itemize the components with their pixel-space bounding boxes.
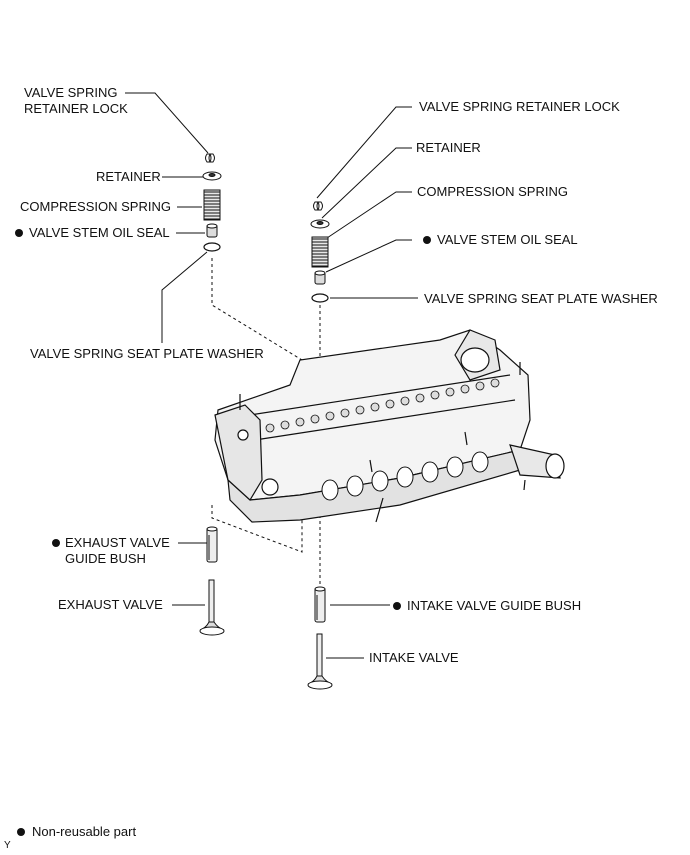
right-retainer-label: RETAINER (416, 140, 481, 155)
left-retainer-lock-label-line1: VALVE SPRING (24, 85, 118, 100)
leader-left-washer (161, 251, 208, 343)
right-retainer-part (310, 219, 330, 229)
left-stem-oil-seal-label: VALVE STEM OIL SEAL (29, 225, 170, 240)
right-retainer-lock-part (313, 201, 323, 211)
axis-left-lower (211, 505, 303, 553)
right-seat-plate-washer-label: VALVE SPRING SEAT PLATE WASHER (424, 291, 658, 306)
leader-left-retainer-lock (125, 92, 209, 154)
left-washer-part (203, 242, 221, 252)
left-stem-seal-part (206, 223, 218, 238)
legend-non-reusable-label: Non-reusable part (32, 824, 137, 839)
right-spring-part (311, 236, 329, 268)
intake-guide-bush-label: INTAKE VALVE GUIDE BUSH (407, 598, 582, 613)
left-retainer-label: RETAINER (96, 169, 161, 184)
left-retainer-part (202, 171, 222, 181)
right-compression-spring-label: COMPRESSION SPRING (417, 184, 568, 199)
leader-right-retainer-lock (316, 106, 412, 199)
exhaust-guide-bush-label-line2: GUIDE BUSH (65, 551, 146, 566)
left-retainer-lock-label-line2: RETAINER LOCK (24, 101, 128, 116)
figure-code: Y (4, 840, 11, 851)
left-compression-spring-label: COMPRESSION SPRING (20, 199, 171, 214)
left-valve-part (199, 579, 225, 636)
exhaust-valve-label: EXHAUST VALVE (58, 597, 163, 612)
non-reusable-dot-right-bush (393, 602, 401, 610)
cylinder-head-valve-pockets (265, 378, 500, 433)
left-guide-bush-part (206, 526, 218, 563)
right-washer-part (311, 293, 329, 303)
exhaust-guide-bush-label-line1: EXHAUST VALVE (65, 535, 170, 550)
cylinder-head-ports (321, 451, 489, 501)
leader-right-spring (323, 191, 412, 241)
non-reusable-dot-left-seal (15, 229, 23, 237)
right-retainer-lock-label: VALVE SPRING RETAINER LOCK (419, 99, 620, 114)
non-reusable-dot-right-seal (423, 236, 431, 244)
right-guide-bush-part (314, 586, 326, 623)
intake-valve-label: INTAKE VALVE (369, 650, 459, 665)
left-seat-plate-washer-label: VALVE SPRING SEAT PLATE WASHER (30, 346, 264, 361)
non-reusable-dot-left-bush (52, 539, 60, 547)
leader-right-retainer (321, 147, 412, 219)
right-valve-part (307, 633, 333, 690)
left-retainer-lock-part (205, 153, 215, 163)
leader-right-seal (325, 239, 412, 273)
legend-dot (17, 828, 25, 836)
left-spring-part (203, 189, 221, 221)
right-stem-seal-part (314, 270, 326, 285)
right-stem-oil-seal-label: VALVE STEM OIL SEAL (437, 232, 578, 247)
